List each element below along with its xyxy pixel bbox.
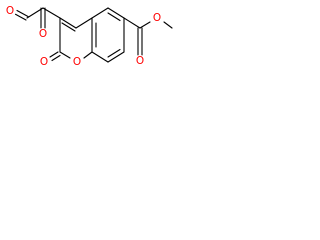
- ester-ether-oxygen-label: O: [153, 12, 161, 24]
- bond-c6-ester-c: [123, 17, 141, 29]
- aldehyde-oxygen-label: O: [6, 5, 14, 17]
- bond-c4a-c5: [91, 7, 109, 19]
- bond-lactone-double-b: [51, 54, 61, 62]
- ester-carbonyl-oxygen-label: O: [136, 55, 144, 67]
- ester-carbonyl-oxygen: O: [134, 55, 146, 67]
- bond-lactone-double-a: [49, 51, 59, 58]
- ketone-oxygen-label: O: [39, 28, 47, 40]
- bond-ald-c-keto-c: [26, 7, 44, 19]
- ring-oxygen-label: O: [73, 56, 81, 68]
- bond-aldehyde-double-a: [14, 13, 27, 21]
- aldehyde-oxygen: O: [4, 5, 16, 17]
- lactone-carbonyl-oxygen: O: [38, 56, 50, 68]
- bond-c3-c4-inner: [61, 22, 76, 32]
- bond-c7-c8-inner: [107, 48, 121, 58]
- bond-c7-c8: [107, 51, 125, 63]
- bond-ester-c-o: [139, 21, 151, 29]
- bond-o1-c8a: [83, 51, 93, 59]
- ring-oxygen: O: [71, 56, 83, 68]
- ketone-oxygen: O: [37, 28, 49, 40]
- bond-c4-c4a: [75, 17, 93, 29]
- bond-c5-c6: [107, 7, 125, 19]
- bond-c3-c4: [59, 17, 77, 29]
- bond-layer: [14, 7, 173, 63]
- bond-c2-o1: [59, 51, 71, 59]
- chemical-structure: O O O O O O: [4, 5, 173, 68]
- bond-keto-c-c3: [42, 7, 61, 19]
- bond-ester-o-ch3: [163, 21, 173, 29]
- bond-c8-c8a: [91, 51, 109, 63]
- bond-c5-c6-inner: [107, 12, 121, 22]
- ester-ether-oxygen: O: [151, 12, 163, 24]
- atom-layer: O O O O O O: [4, 5, 163, 68]
- lactone-carbonyl-oxygen-label: O: [40, 56, 48, 68]
- bond-aldehyde-double-b: [16, 9, 29, 18]
